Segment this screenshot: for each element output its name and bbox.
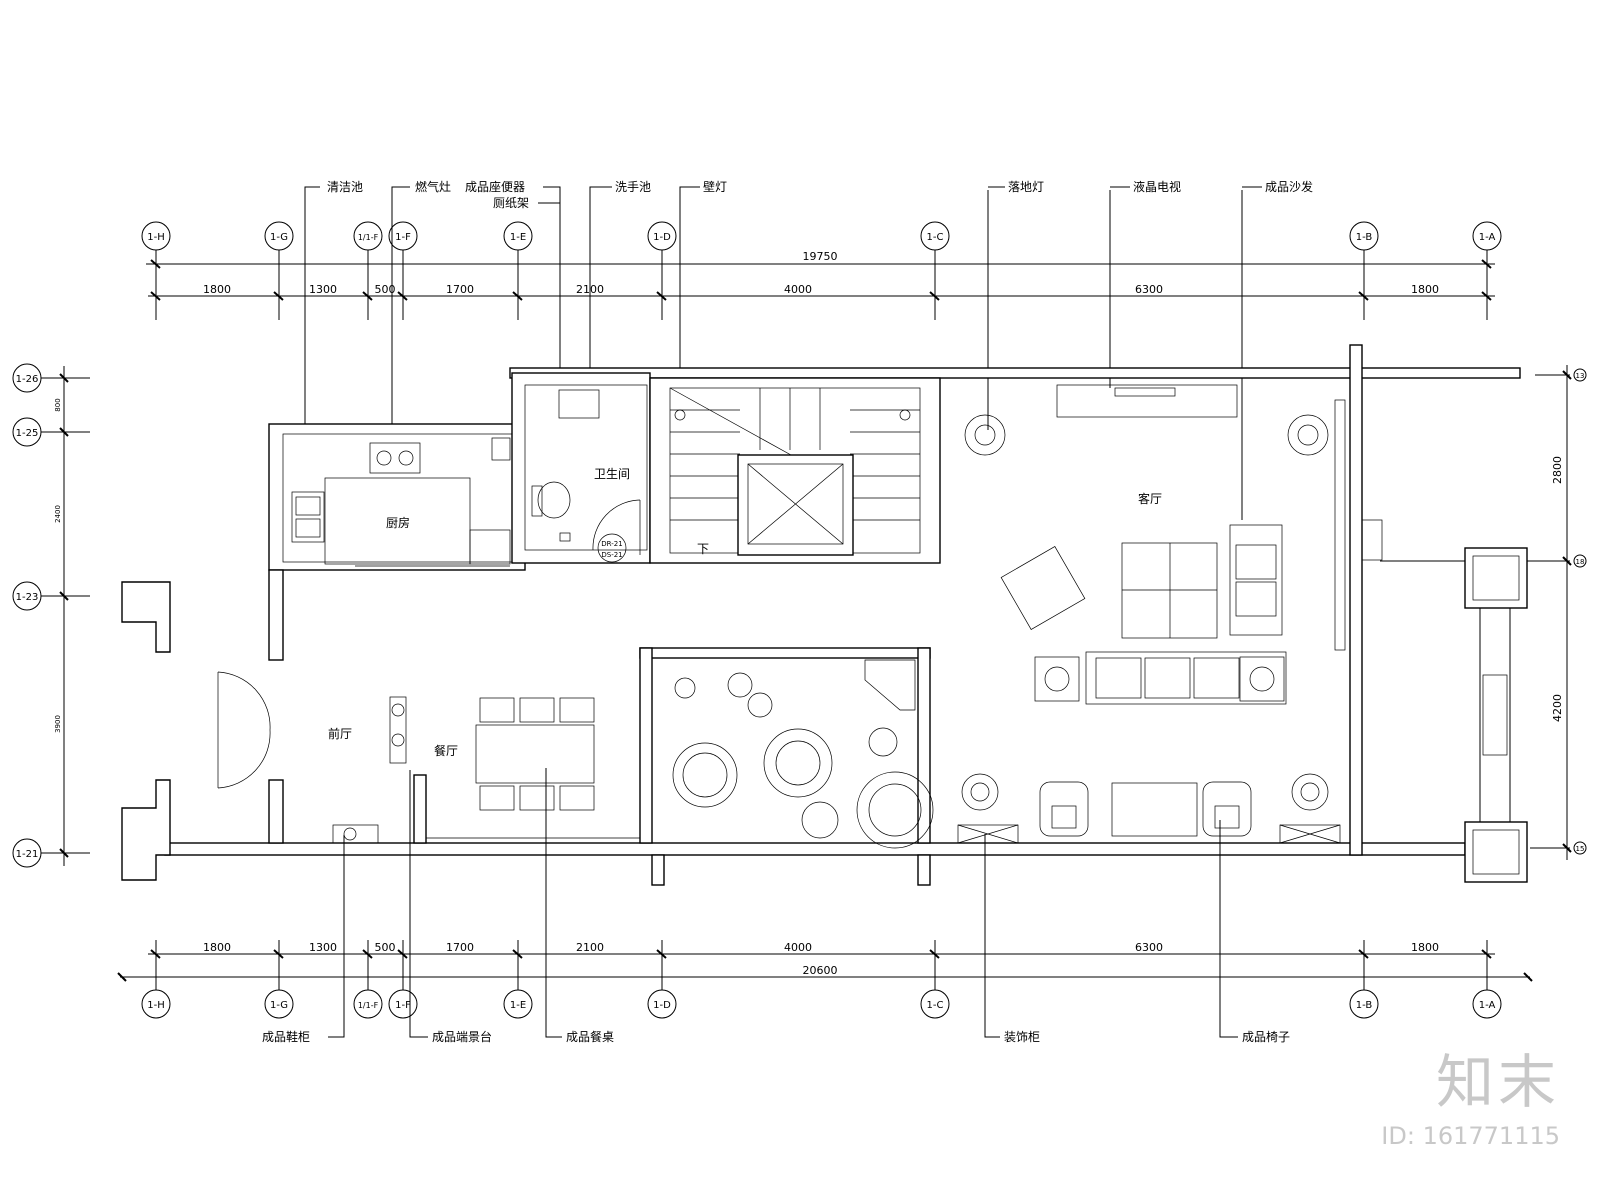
- axis-1-e-bottom: 1-E: [510, 1000, 526, 1011]
- dim-left-3: 3900: [54, 715, 62, 733]
- dim-left-1: 800: [54, 398, 62, 411]
- dim-top-5: 2100: [576, 283, 604, 296]
- dim-top-4: 1700: [446, 283, 474, 296]
- row-axis-1-21: 1-21: [16, 849, 39, 860]
- label-gas-stove: 燃气灶: [415, 179, 451, 194]
- dim-bottom-total: 20600: [803, 964, 838, 977]
- label-armchair: 成品椅子: [1242, 1030, 1290, 1044]
- right-mark-18: 18: [1576, 558, 1585, 566]
- stair-treads: [669, 387, 920, 521]
- axis-1-c-top: 1-C: [927, 232, 944, 243]
- bottom-leaders: [328, 768, 1238, 1038]
- room-foyer: 前厅: [328, 726, 352, 741]
- row-axis-1-25: 1-25: [16, 428, 39, 439]
- furniture: [332, 384, 1341, 849]
- building-walls: [121, 344, 1528, 886]
- row-axis-1-26: 1-26: [16, 374, 39, 385]
- dim-bottom-6: 4000: [784, 941, 812, 954]
- top-axis-bubbles: [141, 221, 1502, 320]
- axis-1-f-top: 1-F: [395, 232, 411, 243]
- left-row-axes: [12, 363, 90, 868]
- axis-1-e-top: 1-E: [510, 232, 526, 243]
- stair-down-label: 下: [697, 542, 709, 556]
- axis-1-b-top: 1-B: [1356, 232, 1373, 243]
- axis-1-a-top: 1-A: [1479, 232, 1496, 243]
- door-tag-top: DR-21: [601, 540, 622, 548]
- dim-bottom-5: 2100: [576, 941, 604, 954]
- dim-bottom-2: 1300: [309, 941, 337, 954]
- label-dining-table: 成品餐桌: [566, 1029, 614, 1044]
- room-kitchen: 厨房: [386, 515, 410, 530]
- axis-1-d-top: 1-D: [653, 232, 671, 243]
- door-tag-bottom: DS-21: [601, 551, 622, 559]
- top-dimension-lines: [146, 259, 1495, 301]
- label-decor-cabinet: 装饰柜: [1004, 1030, 1040, 1044]
- dim-left-2: 2400: [54, 505, 62, 523]
- right-mark-15: 15: [1576, 845, 1585, 853]
- room-living: 客厅: [1138, 491, 1162, 506]
- right-mark-13: 13: [1576, 372, 1585, 380]
- dim-top-7: 6300: [1135, 283, 1163, 296]
- dim-bottom-3: 500: [375, 941, 396, 954]
- row-axis-1-23: 1-23: [16, 592, 39, 603]
- dim-bottom-7: 6300: [1135, 941, 1163, 954]
- label-toilet: 成品座便器: [465, 179, 525, 194]
- dim-top-2: 1300: [309, 283, 337, 296]
- axis-1-1-f-bottom: 1/1-F: [358, 1001, 379, 1010]
- label-sofa: 成品沙发: [1265, 179, 1313, 194]
- dim-top-8: 1800: [1411, 283, 1439, 296]
- dim-top-6: 4000: [784, 283, 812, 296]
- bottom-dimension-lines: [117, 940, 1533, 990]
- room-bathroom: 卫生间: [594, 467, 630, 481]
- watermark: 知末 ID: 161771115: [1381, 1050, 1560, 1150]
- dim-top-3: 500: [375, 283, 396, 296]
- dim-bottom-4: 1700: [446, 941, 474, 954]
- label-shoe-cabinet: 成品鞋柜: [262, 1029, 310, 1044]
- label-floor-lamp: 落地灯: [1008, 180, 1044, 194]
- axis-1-c-bottom: 1-C: [927, 1000, 944, 1011]
- bottom-axis-bubbles: [141, 989, 1502, 1019]
- label-wall-lamp: 壁灯: [703, 179, 727, 194]
- label-wash-basin: 洗手池: [615, 180, 651, 194]
- room-dining: 餐厅: [434, 743, 458, 758]
- top-leaders: [304, 186, 1262, 520]
- axis-1-g-top: 1-G: [270, 232, 288, 243]
- dim-bottom-8: 1800: [1411, 941, 1439, 954]
- dim-right-2: 4200: [1551, 694, 1564, 722]
- axis-1-g-bottom: 1-G: [270, 1000, 288, 1011]
- axis-1-a-bottom: 1-A: [1479, 1000, 1496, 1011]
- label-tissue-holder: 厕纸架: [493, 196, 529, 210]
- axis-1-1-f-top: 1/1-F: [358, 233, 379, 242]
- axis-1-f-bottom: 1-F: [395, 1000, 411, 1011]
- axis-1-h-top: 1-H: [147, 232, 165, 243]
- right-axes: [1380, 365, 1587, 860]
- label-lcd-tv: 液晶电视: [1133, 179, 1181, 194]
- axis-1-b-bottom: 1-B: [1356, 1000, 1373, 1011]
- dim-top-total: 19750: [803, 250, 838, 263]
- watermark-id: ID: 161771115: [1381, 1122, 1560, 1150]
- dim-right-1: 2800: [1551, 456, 1564, 484]
- axis-1-d-bottom: 1-D: [653, 1000, 671, 1011]
- watermark-logo: 知末: [1435, 1048, 1560, 1116]
- dim-top-1: 1800: [203, 283, 231, 296]
- axis-1-h-bottom: 1-H: [147, 1000, 165, 1011]
- label-console-table: 成品端景台: [432, 1029, 492, 1044]
- label-cleaning-sink: 清洁池: [327, 180, 363, 194]
- dim-bottom-1: 1800: [203, 941, 231, 954]
